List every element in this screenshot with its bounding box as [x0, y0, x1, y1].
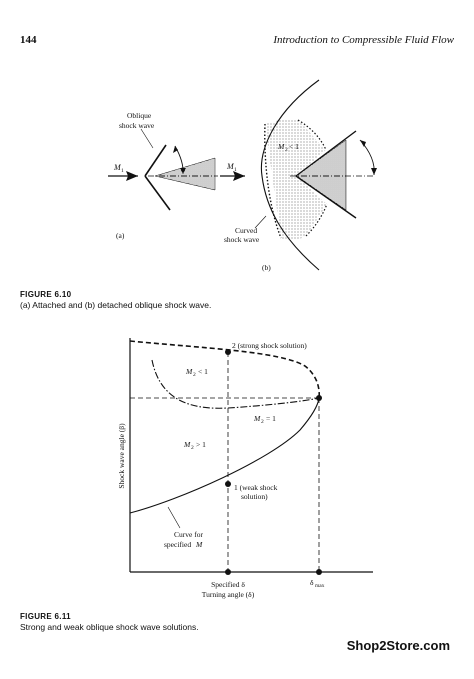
- specified-delta-label: Specified δ: [211, 580, 245, 589]
- m2-eq1-M: M: [253, 414, 261, 423]
- figure-6-11-caption: Strong and weak oblique shock wave solut…: [20, 622, 199, 632]
- m1-sub-a: 1: [121, 168, 124, 174]
- specified-M: M: [195, 540, 203, 549]
- max-point: [316, 395, 322, 401]
- m1-sub-b: 1: [234, 167, 237, 173]
- m1-label-a: M: [113, 163, 122, 172]
- figure-6-11-label: FIGURE 6.11: [20, 612, 71, 621]
- m1-label-b: M: [226, 162, 235, 171]
- watermark: Shop2Store.com: [346, 638, 450, 653]
- detached-shock-panel: [220, 79, 377, 271]
- m2-sub-b: 2: [285, 147, 288, 153]
- m2-gt1-rel: > 1: [196, 440, 206, 449]
- curve-leader: [167, 506, 181, 529]
- delta-max-sub: max: [315, 583, 325, 589]
- figure-6-10-diagram: Oblique shock wave M 1 (a) M 1 M 2 < 1 C…: [108, 79, 377, 272]
- running-title: Introduction to Compressible Fluid Flow: [273, 34, 454, 46]
- y-axis-label: Shock wave angle (β): [117, 423, 126, 489]
- m2-gt1-sub: 2: [191, 445, 194, 451]
- specified-label: specified: [164, 540, 191, 549]
- m2-label-b: M: [277, 142, 285, 151]
- oblique-label-2: shock wave: [119, 121, 155, 130]
- strong-point: [225, 349, 231, 355]
- m2-lt1-M: M: [185, 367, 193, 376]
- curved-label: Curved: [235, 226, 257, 235]
- delta-max-label: δ: [310, 578, 314, 587]
- panel-a-label: (a): [116, 231, 125, 240]
- m2-equals-1-curve: [151, 359, 320, 409]
- turning-angle-label: Turning angle (δ): [202, 590, 255, 599]
- curved-leader: [254, 215, 267, 229]
- strong-label: 2 (strong shock solution): [232, 341, 307, 350]
- weak-point: [225, 481, 231, 487]
- m2-lt1-rel: < 1: [198, 367, 208, 376]
- curved-label-2: shock wave: [224, 235, 260, 244]
- oblique-label: Oblique: [127, 111, 152, 120]
- panel-b-label: (b): [262, 263, 271, 272]
- specified-delta-point: [225, 569, 231, 575]
- m2-eq1-rel: = 1: [266, 414, 276, 423]
- curve-for-label: Curve for: [174, 530, 203, 539]
- oblique-leader: [140, 128, 154, 149]
- m2-lt1-sub: 2: [193, 372, 196, 378]
- figure-6-10-label: FIGURE 6.10: [20, 290, 72, 299]
- weak-label: 1 (weak shock: [234, 483, 278, 492]
- weak-solution-curve: [129, 397, 320, 514]
- m2-rel-b: < 1: [289, 142, 299, 151]
- page-number: 144: [20, 34, 37, 46]
- figure-6-11-diagram: 2 (strong shock solution) M 2 < 1 M 2 = …: [117, 338, 373, 599]
- figure-6-10-caption: (a) Attached and (b) detached oblique sh…: [20, 300, 212, 310]
- m2-gt1-M: M: [183, 440, 191, 449]
- attached-shock-panel: [108, 144, 218, 211]
- strong-solution-curve: [129, 340, 321, 399]
- weak-label-2: solution): [241, 492, 268, 501]
- m2-eq1-sub: 2: [261, 419, 264, 425]
- delta-max-point: [316, 569, 322, 575]
